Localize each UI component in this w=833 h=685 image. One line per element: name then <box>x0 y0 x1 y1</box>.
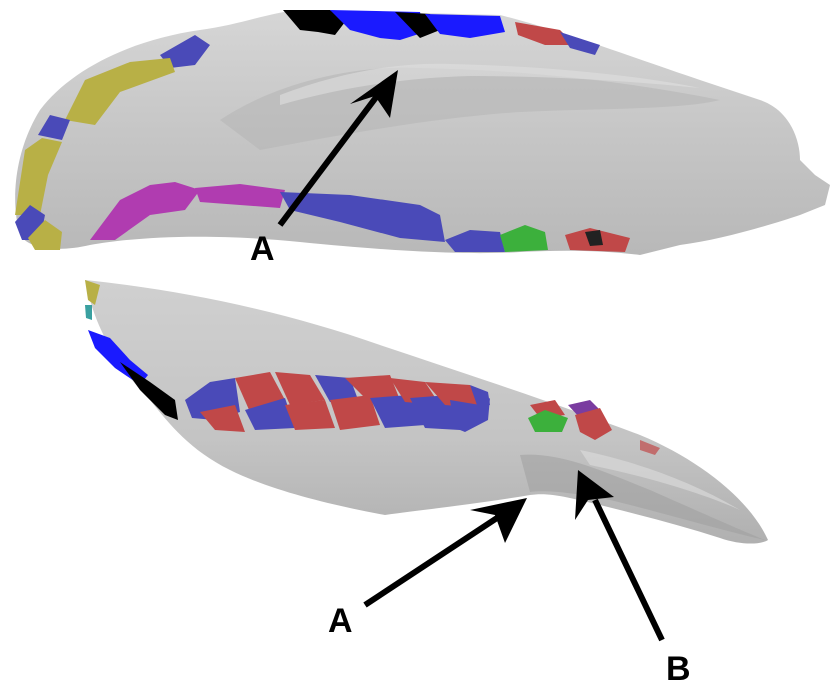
top-label-a: A <box>250 230 275 268</box>
top-bone-view <box>15 10 830 255</box>
bottom-label-a: A <box>328 602 353 640</box>
bottom-patch-teal <box>85 305 92 320</box>
bottom-bone-view <box>85 280 768 544</box>
bottom-arrow-b-shaft <box>595 500 662 640</box>
bottom-arrow-a-shaft <box>365 516 500 605</box>
bottom-arrow-a-head <box>470 498 527 543</box>
bottom-label-b: B <box>666 650 691 685</box>
